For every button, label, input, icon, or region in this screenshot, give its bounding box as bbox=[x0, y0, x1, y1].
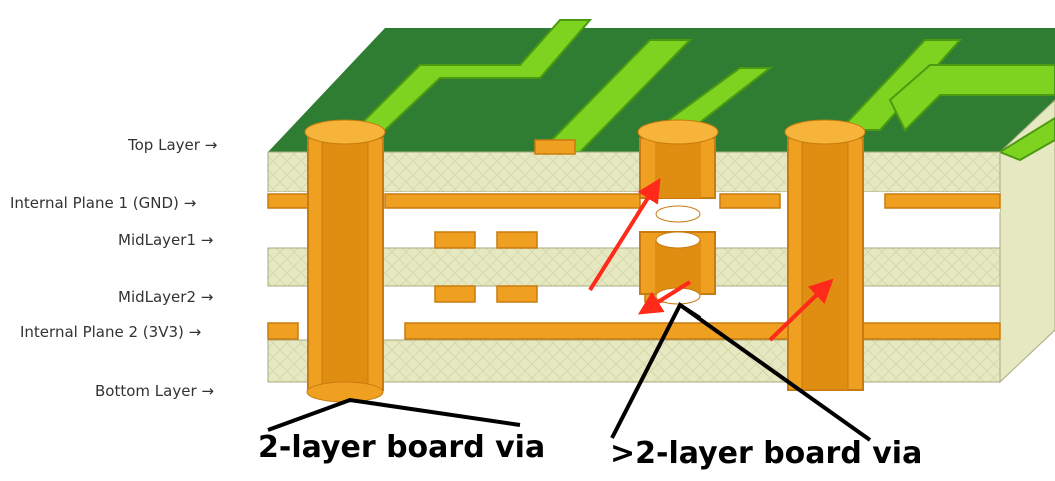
layer-label-internal-plane-2: Internal Plane 2 (3V3) → bbox=[20, 323, 202, 341]
top-traces bbox=[352, 19, 1055, 162]
layer-label-bottom: Bottom Layer → bbox=[95, 382, 214, 400]
callout-pointers bbox=[267, 302, 872, 442]
through-hole-via-right bbox=[784, 119, 866, 391]
board-right-side bbox=[999, 99, 1055, 384]
through-hole-via-left bbox=[304, 119, 386, 403]
layer-label-internal-plane-1: Internal Plane 1 (GND) → bbox=[10, 194, 197, 212]
callout-multi-layer-via: >2-layer board via bbox=[610, 436, 923, 471]
blind-buried-via-middle bbox=[637, 119, 719, 305]
layer-label-top: Top Layer → bbox=[128, 136, 218, 154]
layer-label-midlayer-1: MidLayer1 → bbox=[118, 231, 214, 249]
callout-two-layer-via: 2-layer board via bbox=[258, 430, 546, 465]
red-highlight-arrows bbox=[588, 177, 834, 342]
layer-label-midlayer-2: MidLayer2 → bbox=[118, 288, 214, 306]
